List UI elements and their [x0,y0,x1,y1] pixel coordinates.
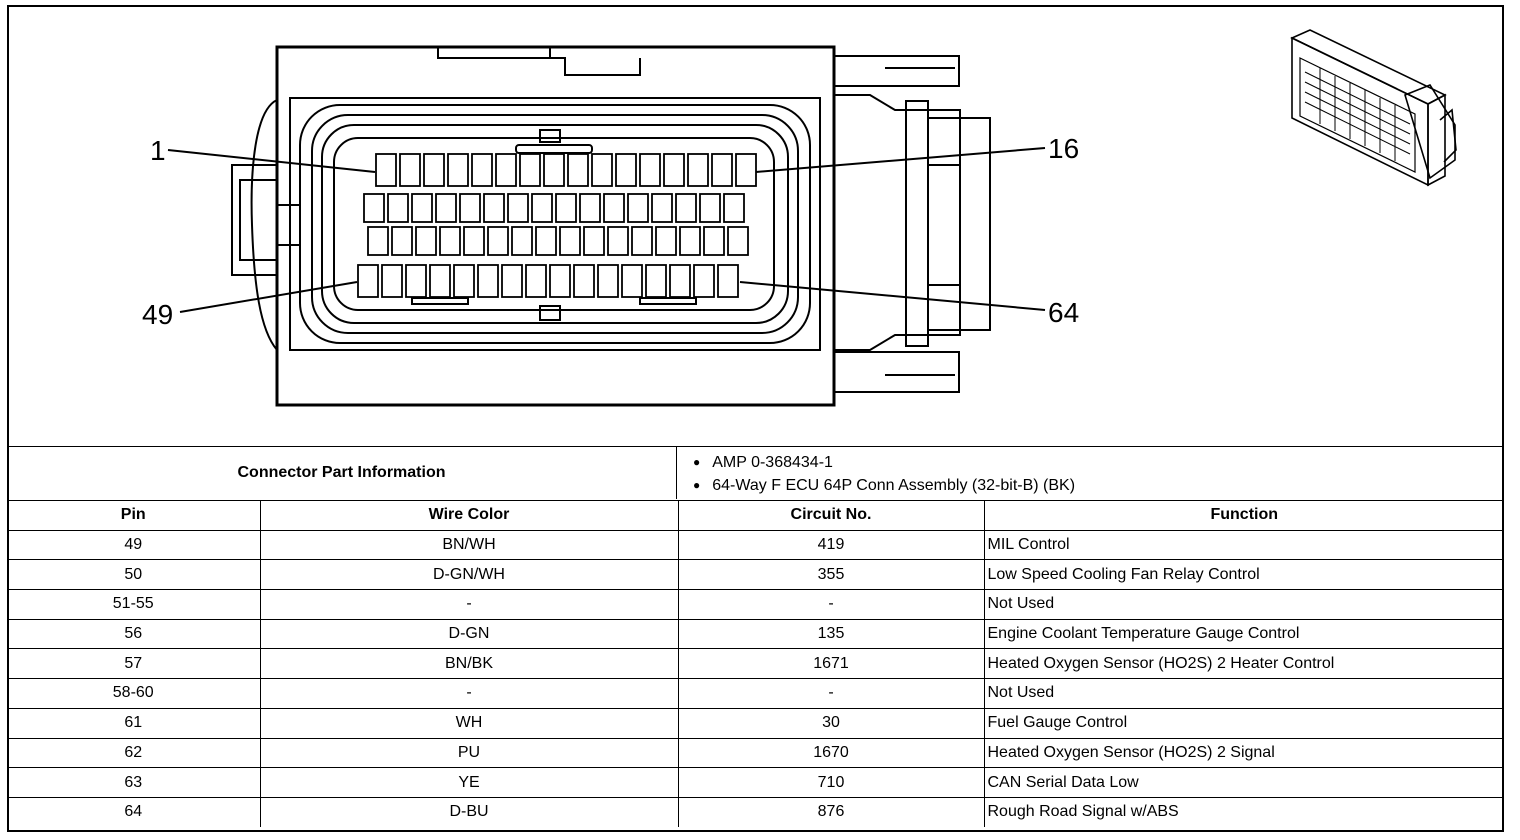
leader-1 [167,149,376,173]
cell-circuit-no: - [677,678,985,709]
cell-circuit-no: 135 [677,618,985,650]
connector-info-item: 64-Way F ECU 64P Conn Assembly (32-bit-B… [693,474,1075,497]
callout-pin-49: 49 [142,299,173,330]
cell-pin: 57 [7,648,261,680]
cell-circuit-no: 710 [677,767,985,798]
connector-diagram: 1 16 49 64 [142,29,1457,407]
connector-part-info: Connector Part Information AMP 0-368434-… [7,446,1504,501]
cell-function: Heated Oxygen Sensor (HO2S) 2 Heater Con… [983,648,1504,680]
pin-row-4 [357,264,739,298]
cell-circuit-no: 876 [677,796,985,827]
left-latch [250,99,278,351]
cell-function: Fuel Gauge Control [983,707,1504,739]
cell-circuit-no: 419 [677,529,985,561]
pin-row-1 [375,153,757,187]
cell-wire-color: D-BU [259,796,679,827]
table-row: 51-55--Not Used [7,589,1504,620]
cell-wire-color: D-GN/WH [259,559,679,591]
cell-function: Heated Oxygen Sensor (HO2S) 2 Signal [983,737,1504,769]
table-row: 58-60--Not Used [7,678,1504,709]
cell-pin: 56 [7,618,261,650]
cell-wire-color: - [259,678,679,709]
cell-wire-color: PU [259,737,679,769]
cell-pin: 50 [7,559,261,591]
callout-pin-64: 64 [1048,297,1079,328]
cell-pin: 64 [7,796,261,827]
cell-function: MIL Control [983,529,1504,561]
cell-function: Engine Coolant Temperature Gauge Control [983,618,1504,650]
table-header-row: Pin Wire Color Circuit No. Function [7,500,1504,531]
cell-function: Rough Road Signal w/ABS [983,796,1504,827]
callout-pin-16: 16 [1048,133,1079,164]
cell-circuit-no: - [677,589,985,620]
leader-49 [179,281,358,313]
inner-housing [289,97,821,351]
cell-pin: 61 [7,707,261,739]
cell-circuit-no: 1670 [677,737,985,769]
cell-wire-color: - [259,589,679,620]
cell-circuit-no: 30 [677,707,985,739]
header-pin: Pin [7,500,261,531]
cell-function: Low Speed Cooling Fan Relay Control [983,559,1504,591]
top-latch [437,47,551,59]
cell-circuit-no: 1671 [677,648,985,680]
header-function: Function [983,500,1504,531]
connector-info-item: AMP 0-368434-1 [693,451,1075,474]
callout-pin-1: 1 [150,135,166,166]
leader-64 [739,281,1046,311]
connector-info-label: Connector Part Information [7,447,677,499]
cell-wire-color: BN/WH [259,529,679,561]
cell-wire-color: BN/BK [259,648,679,680]
pin-row-3 [367,226,749,256]
connector-body [275,45,836,407]
page-frame [7,5,1504,832]
cell-pin: 51-55 [7,589,261,620]
cell-pin: 62 [7,737,261,769]
cell-wire-color: YE [259,767,679,798]
cell-circuit-no: 355 [677,559,985,591]
connector-info-list: AMP 0-368434-1 64-Way F ECU 64P Conn Ass… [693,451,1075,497]
cell-wire-color: WH [259,707,679,739]
connector-thumbnail [1290,29,1457,187]
leader-16 [755,147,1046,173]
cell-wire-color: D-GN [259,618,679,650]
cell-pin: 63 [7,767,261,798]
header-wire-color: Wire Color [259,500,679,531]
cell-pin: 49 [7,529,261,561]
cell-function: Not Used [983,589,1504,620]
right-slide [833,55,991,393]
pin-row-2 [363,193,745,223]
cell-function: Not Used [983,678,1504,709]
cell-pin: 58-60 [7,678,261,709]
header-circuit-no: Circuit No. [677,500,985,531]
cell-function: CAN Serial Data Low [983,767,1504,798]
